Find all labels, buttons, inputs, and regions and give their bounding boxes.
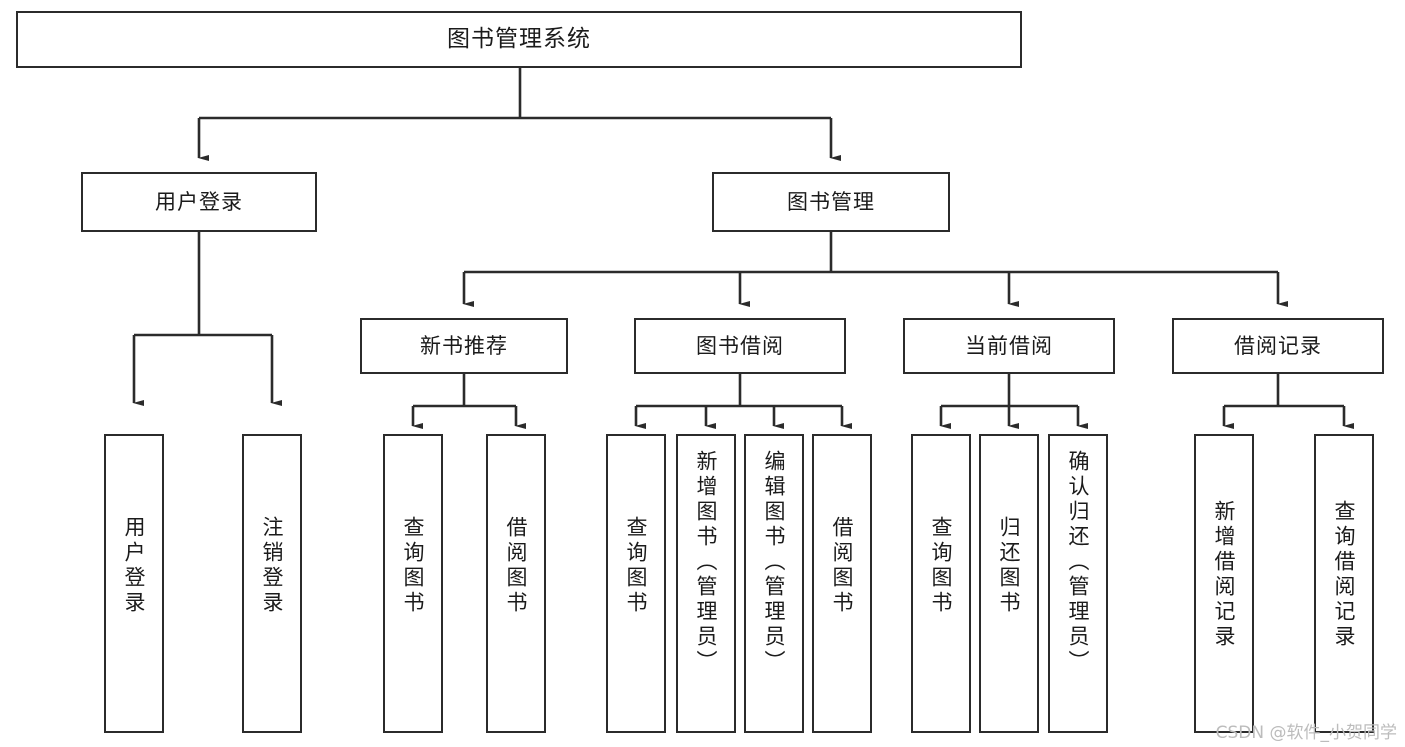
node-user-login[interactable]: 用户登录 bbox=[81, 172, 317, 232]
node-label: 新增借阅记录 bbox=[1212, 500, 1237, 650]
watermark: CSDN @软件_小贺同学 bbox=[1215, 723, 1397, 743]
leaf-new-book-borrow[interactable]: 借阅图书 bbox=[486, 434, 546, 733]
leaf-borrow-record-query[interactable]: 查询借阅记录 bbox=[1314, 434, 1374, 733]
leaf-book-borrow-edit[interactable]: 编辑图书（管理员） bbox=[744, 434, 804, 733]
node-label: 借阅图书 bbox=[830, 516, 855, 616]
node-label: 当前借阅 bbox=[965, 333, 1053, 358]
node-label: 图书管理系统 bbox=[447, 26, 591, 52]
node-label: 用户登录 bbox=[155, 189, 243, 214]
node-label: 借阅记录 bbox=[1234, 333, 1322, 358]
leaf-book-borrow-query[interactable]: 查询图书 bbox=[606, 434, 666, 733]
node-new-book-recommend[interactable]: 新书推荐 bbox=[360, 318, 568, 374]
leaf-user-login-login[interactable]: 用户登录 bbox=[104, 434, 164, 733]
leaf-user-login-logout[interactable]: 注销登录 bbox=[242, 434, 302, 733]
node-label: 确认归还（管理员） bbox=[1066, 450, 1091, 675]
node-root-system[interactable]: 图书管理系统 bbox=[16, 11, 1022, 68]
node-book-borrow[interactable]: 图书借阅 bbox=[634, 318, 846, 374]
node-label: 归还图书 bbox=[997, 516, 1022, 616]
leaf-book-borrow-add[interactable]: 新增图书（管理员） bbox=[676, 434, 736, 733]
node-label: 查询图书 bbox=[929, 516, 954, 616]
node-label: 新增图书（管理员） bbox=[694, 450, 719, 675]
node-label: 查询图书 bbox=[624, 516, 649, 616]
leaf-book-borrow-borrow[interactable]: 借阅图书 bbox=[812, 434, 872, 733]
node-book-management[interactable]: 图书管理 bbox=[712, 172, 950, 232]
node-label: 借阅图书 bbox=[504, 516, 529, 616]
node-borrow-record[interactable]: 借阅记录 bbox=[1172, 318, 1384, 374]
leaf-current-borrow-return[interactable]: 归还图书 bbox=[979, 434, 1039, 733]
node-label: 新书推荐 bbox=[420, 333, 508, 358]
node-current-borrow[interactable]: 当前借阅 bbox=[903, 318, 1115, 374]
node-label: 图书管理 bbox=[787, 189, 875, 214]
node-label: 查询图书 bbox=[401, 516, 426, 616]
node-label: 图书借阅 bbox=[696, 333, 784, 358]
leaf-borrow-record-add[interactable]: 新增借阅记录 bbox=[1194, 434, 1254, 733]
node-label: 注销登录 bbox=[260, 516, 285, 616]
node-label: 查询借阅记录 bbox=[1332, 500, 1357, 650]
leaf-current-borrow-query[interactable]: 查询图书 bbox=[911, 434, 971, 733]
leaf-new-book-query[interactable]: 查询图书 bbox=[383, 434, 443, 733]
node-label: 编辑图书（管理员） bbox=[762, 450, 787, 675]
leaf-current-borrow-confirm-return[interactable]: 确认归还（管理员） bbox=[1048, 434, 1108, 733]
node-label: 用户登录 bbox=[122, 516, 147, 616]
